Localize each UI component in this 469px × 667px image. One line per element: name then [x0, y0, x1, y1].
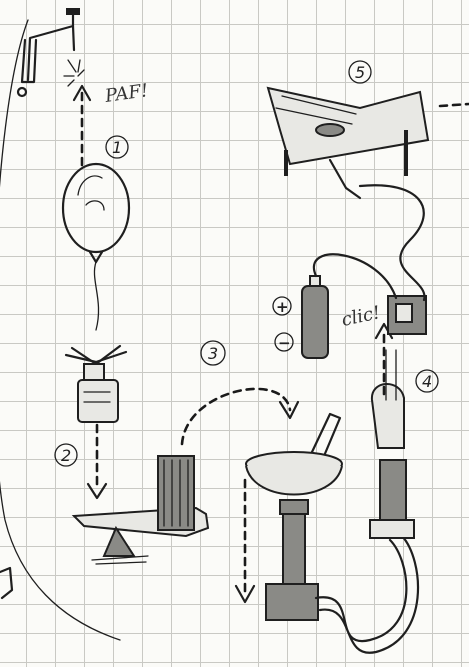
step-3-label: 3 [208, 344, 218, 363]
arrow-right-5 [440, 104, 469, 106]
table-with-papers [268, 88, 428, 198]
balloon [63, 164, 129, 330]
seesaw [74, 456, 208, 564]
battery [302, 276, 328, 358]
step-5-label: 5 [355, 63, 365, 82]
step-1-label: 1 [112, 138, 122, 157]
arrow-curve-3 [182, 389, 290, 444]
hose [316, 536, 418, 653]
pop-burst-icon [64, 60, 84, 86]
clic-sound-text: clic! [340, 302, 382, 331]
bowl-stand [246, 414, 342, 620]
step-2-label: 2 [61, 446, 71, 465]
battery-minus-label: − [278, 334, 291, 352]
wires [314, 185, 425, 300]
hand-press [370, 350, 414, 538]
paf-sound-text: PAF! [103, 80, 150, 107]
left-corner-shape [0, 568, 12, 598]
weight-bottle [66, 346, 126, 422]
battery-plus-label: + [276, 298, 289, 316]
switch-box [388, 296, 426, 334]
left-arc [0, 20, 120, 640]
step-4-label: 4 [422, 372, 432, 391]
